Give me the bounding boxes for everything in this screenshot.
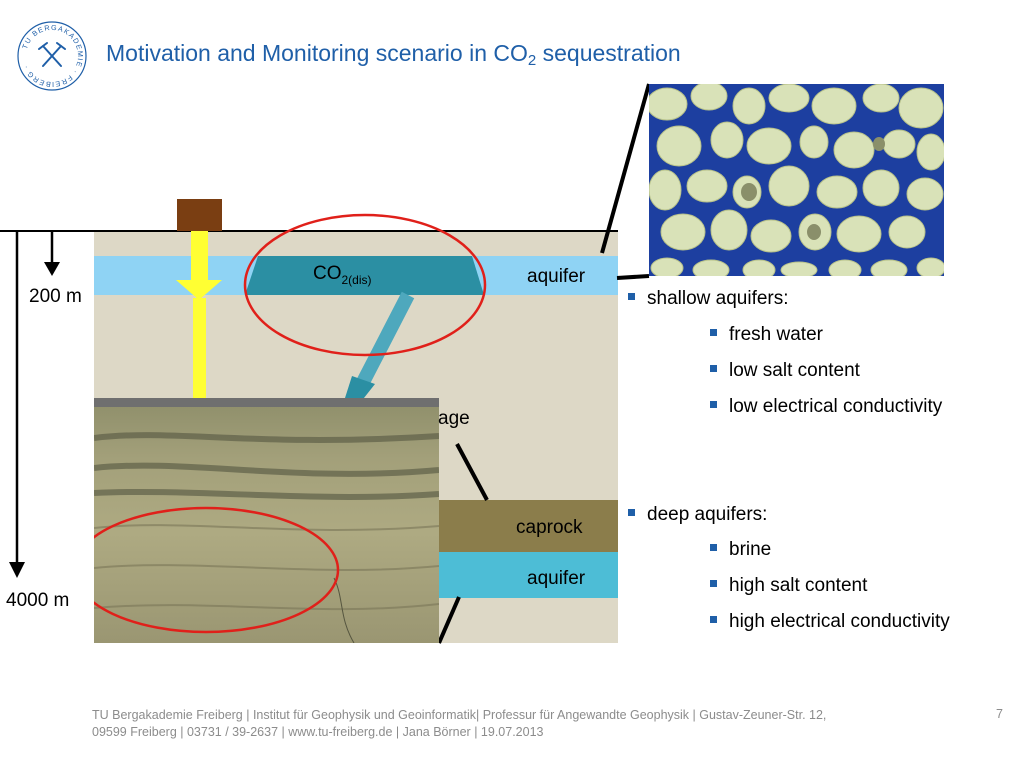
footer-line-2: 09599 Freiberg | 03731 / 39-2637 | www.t… — [92, 725, 544, 739]
bullet-square-icon — [710, 544, 717, 551]
bullet-square-icon — [710, 616, 717, 623]
pore-micrograph-image — [649, 84, 944, 276]
bullet-shallow-item: low salt content — [710, 360, 860, 382]
bullet-square-icon — [710, 365, 717, 372]
caprock-layer — [439, 500, 618, 552]
depth-label-deep: 4000 m — [6, 590, 70, 611]
deep-aquifer-layer — [439, 552, 618, 598]
slide-footer: TU Bergakademie Freiberg | Institut für … — [92, 707, 952, 741]
leakage-path — [353, 291, 415, 392]
bullet-deep-title: deep aquifers: — [628, 504, 767, 526]
bullet-square-icon — [710, 401, 717, 408]
co2-dissolved-label: CO2(dis) — [313, 263, 372, 287]
deep-reservoir-highlight-ellipse — [94, 506, 340, 634]
shallow-aquifer-label: aquifer — [527, 266, 586, 287]
well-injection-shaft — [191, 231, 208, 291]
depth-label-shallow: 200 m — [29, 286, 82, 307]
bullet-square-icon — [628, 509, 635, 516]
core-sample-photo — [94, 398, 439, 643]
bullet-deep-item: high salt content — [710, 575, 867, 597]
bullet-shallow-item: low electrical conductivity — [710, 396, 942, 418]
well-shaft-lower — [193, 298, 206, 400]
bullet-shallow-item: fresh water — [710, 324, 823, 346]
deep-aquifer-label: aquifer — [527, 568, 586, 589]
micrograph-leader-bottom — [616, 274, 650, 280]
shallow-leak-highlight — [243, 213, 487, 357]
hammer-pick-icon — [38, 42, 66, 67]
depth-arrow-deep-head — [9, 562, 25, 578]
micrograph-leader-top — [600, 83, 651, 254]
bullet-deep-item: brine — [710, 539, 771, 561]
footer-line-1: TU Bergakademie Freiberg | Institut für … — [92, 708, 827, 722]
bullet-square-icon — [710, 329, 717, 336]
depth-arrow-shallow-head — [44, 262, 60, 276]
core-leader-bottom — [437, 596, 461, 644]
leakage-arrow-head — [345, 376, 375, 403]
well-arrow-head — [176, 280, 222, 300]
bullet-shallow-title: shallow aquifers: — [628, 288, 789, 310]
page-number: 7 — [996, 707, 1003, 721]
co2-plume — [245, 256, 484, 295]
bullet-deep-item: high electrical conductivity — [710, 611, 950, 633]
bullet-square-icon — [628, 293, 635, 300]
wellhead — [177, 199, 222, 231]
university-logo: TU BERGAKADEMIE · FREIBERG · — [17, 21, 87, 91]
slide-title: Motivation and Monitoring scenario in CO… — [106, 40, 681, 69]
caprock-label: caprock — [516, 517, 583, 538]
shallow-leak-highlight-ellipse — [243, 213, 487, 357]
core-leader-top — [455, 443, 489, 501]
bullet-square-icon — [710, 580, 717, 587]
leakage-label-fragment: age — [438, 408, 470, 429]
